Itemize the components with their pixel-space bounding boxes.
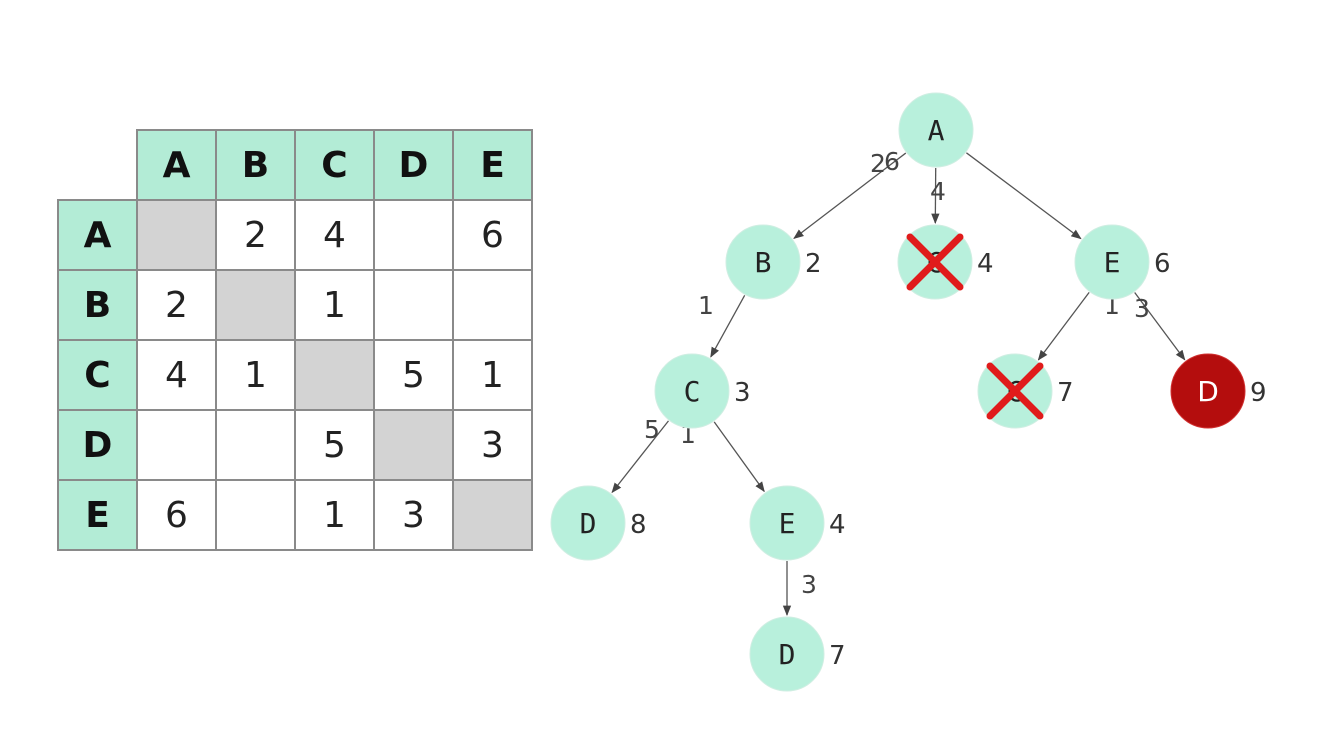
edge-weight-label: 5 [644,415,660,444]
edge-weight-label: 1 [698,291,714,320]
matrix-cell: 5 [294,409,375,481]
node-label: C [684,375,701,408]
node-circle [725,224,801,300]
node-label: E [1104,246,1121,279]
matrix-cell: 2 [136,269,217,341]
pruned-x-icon [986,362,1044,420]
node-label: A [928,114,945,147]
edge-weight-label: 4 [930,177,946,206]
pruned-node: C4 [897,224,994,300]
matrix-diagonal-cell [215,269,296,341]
edge-weight-label: 3 [801,570,817,599]
node-cost-label: 8 [630,510,647,540]
matrix-cell [373,199,454,271]
tree-edge [1037,291,1090,361]
matrix-cell [136,409,217,481]
matrix-diagonal-cell [136,199,217,271]
node-circle [654,353,730,429]
node-circle [749,616,825,692]
matrix-cell: 1 [294,269,375,341]
node-label: D [1197,375,1219,408]
matrix-cell [373,269,454,341]
tree-edge [1134,292,1186,361]
node-label: D [779,638,796,671]
matrix-cell: 4 [294,199,375,271]
tree-edge [611,420,669,494]
node-cost-label: 7 [829,641,846,671]
node-cost-label: 6 [1154,249,1171,279]
matrix-column-header: C [294,129,375,201]
matrix-row-header: C [57,339,138,411]
node-circle [898,92,974,168]
node-circle [1170,353,1246,429]
node-cost-label: 7 [1057,378,1074,408]
node-cost-label: 3 [734,378,751,408]
edge-weight-label: 3 [1134,294,1150,323]
matrix-cell: 3 [373,479,454,551]
matrix-cell: 6 [136,479,217,551]
matrix-diagonal-cell [452,479,533,551]
node-cost-label: 9 [1250,378,1267,408]
matrix-row-header: E [57,479,138,551]
node-cost-label: 2 [805,249,822,279]
edge-weight-label: 2 [870,149,886,178]
tree-node: A [898,92,974,168]
matrix-cell: 3 [452,409,533,481]
matrix-column-header: E [452,129,533,201]
node-label: D [580,507,597,540]
matrix-cell: 1 [452,339,533,411]
node-label: E [779,507,796,540]
tree-edge [710,294,746,358]
node-label: B [755,246,772,279]
pruned-x-icon [906,233,964,291]
matrix-cell: 1 [294,479,375,551]
matrix-cell: 6 [452,199,533,271]
matrix-row-header: D [57,409,138,481]
matrix-column-header: B [215,129,296,201]
matrix-cell: 4 [136,339,217,411]
edge-weight-label: 6 [884,147,900,176]
pruned-node: C7 [977,353,1074,429]
matrix-cell: 1 [215,339,296,411]
node-circle [550,485,626,561]
matrix-cell: 5 [373,339,454,411]
matrix-cell [452,269,533,341]
matrix-row-header: B [57,269,138,341]
tree-edge [713,421,765,493]
matrix-cell [215,409,296,481]
matrix-cell: 2 [215,199,296,271]
node-circle [749,485,825,561]
matrix-row: D 5 3 [57,409,533,481]
matrix-diagonal-cell [294,339,375,411]
matrix-cell [215,479,296,551]
matrix-column-header: A [136,129,217,201]
node-circle [1074,224,1150,300]
tree-edge [793,152,907,239]
matrix-row-header: A [57,199,138,271]
matrix-diagonal-cell [373,409,454,481]
node-cost-label: 4 [829,510,846,540]
matrix-column-header: D [373,129,454,201]
tree-edge [966,152,1082,240]
node-cost-label: 4 [977,249,994,279]
